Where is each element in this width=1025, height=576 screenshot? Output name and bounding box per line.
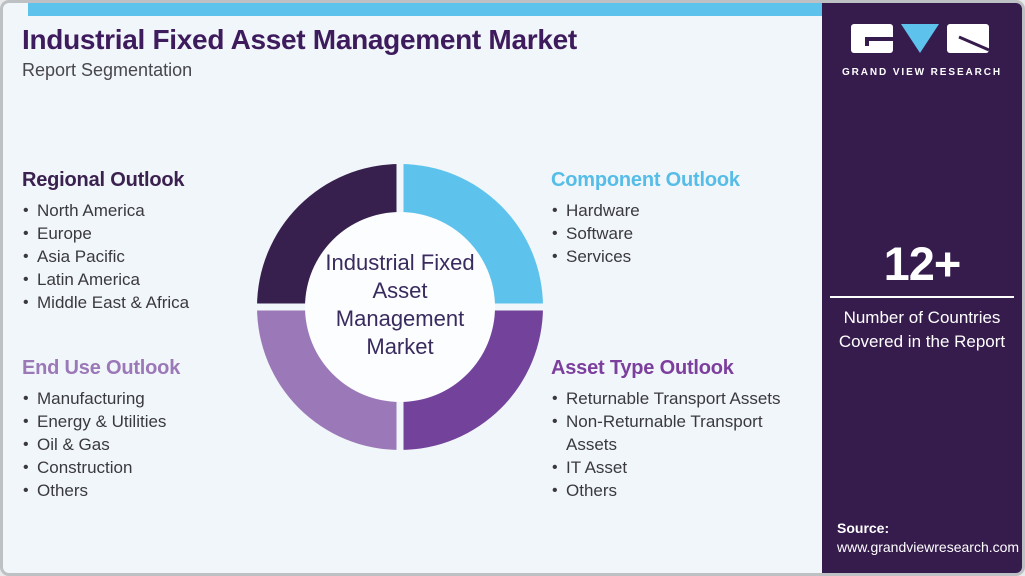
section-title: Regional Outlook bbox=[22, 169, 185, 191]
stat-divider bbox=[830, 296, 1014, 298]
list-item: Middle East & Africa bbox=[22, 291, 262, 314]
list-item: Others bbox=[551, 479, 807, 502]
source-url: www.grandviewresearch.com bbox=[837, 539, 1020, 555]
donut-chart-svg bbox=[252, 159, 548, 455]
center-label-line: Industrial Fixed bbox=[325, 250, 475, 275]
section-item-list: North America Europe Asia Pacific Latin … bbox=[22, 199, 262, 314]
source-block: Source: www.grandviewresearch.com bbox=[837, 519, 1019, 557]
section-title: Component Outlook bbox=[551, 169, 740, 191]
center-label-line: Management bbox=[335, 306, 465, 331]
top-accent-strip bbox=[28, 3, 823, 16]
list-item: Oil & Gas bbox=[22, 433, 262, 456]
section-item-list: Returnable Transport Assets Non-Returnab… bbox=[551, 387, 807, 502]
section-component-outlook: Component Outlook Hardware Software Serv… bbox=[551, 169, 791, 268]
donut-center-label: Industrial Fixed Asset Management Market bbox=[310, 249, 490, 361]
section-end-use-outlook: End Use Outlook Manufacturing Energy & U… bbox=[22, 357, 262, 502]
list-item: Energy & Utilities bbox=[22, 410, 262, 433]
page-title: Industrial Fixed Asset Management Market bbox=[22, 24, 577, 55]
section-title: End Use Outlook bbox=[22, 357, 181, 379]
segment-gap bbox=[252, 303, 308, 311]
list-item: Manufacturing bbox=[22, 387, 262, 410]
brand-logo: GRAND VIEW RESEARCH bbox=[822, 23, 1022, 78]
list-item: Hardware bbox=[551, 199, 791, 222]
brand-name: GRAND VIEW RESEARCH bbox=[842, 67, 1002, 78]
section-item-list: Manufacturing Energy & Utilities Oil & G… bbox=[22, 387, 262, 502]
donut-hole bbox=[305, 212, 495, 402]
segment-gap bbox=[492, 303, 548, 311]
list-item: Construction bbox=[22, 456, 262, 479]
sidebar: GRAND VIEW RESEARCH 12+ Number of Countr… bbox=[822, 3, 1022, 573]
list-item: Others bbox=[22, 479, 262, 502]
list-item: North America bbox=[22, 199, 262, 222]
stat-value: 12+ bbox=[883, 237, 962, 290]
header: Industrial Fixed Asset Management Market… bbox=[22, 24, 577, 81]
gvr-logo-icon bbox=[851, 24, 990, 53]
segment-gap bbox=[396, 399, 404, 455]
list-item: Non-Returnable Transport Assets bbox=[551, 410, 807, 456]
center-label-line: Market bbox=[366, 334, 434, 359]
section-regional-outlook: Regional Outlook North America Europe As… bbox=[22, 169, 262, 314]
list-item: Asia Pacific bbox=[22, 245, 262, 268]
page-subtitle: Report Segmentation bbox=[22, 60, 193, 80]
list-item: Europe bbox=[22, 222, 262, 245]
source-label: Source: bbox=[837, 520, 890, 536]
list-item: Services bbox=[551, 245, 791, 268]
section-asset-type-outlook: Asset Type Outlook Returnable Transport … bbox=[551, 357, 807, 502]
list-item: IT Asset bbox=[551, 456, 807, 479]
stat-label: Number of Countries Covered in the Repor… bbox=[838, 308, 1006, 351]
segment-gap bbox=[396, 159, 404, 215]
list-item: Software bbox=[551, 222, 791, 245]
section-item-list: Hardware Software Services bbox=[551, 199, 791, 268]
section-title: Asset Type Outlook bbox=[551, 357, 734, 379]
list-item: Returnable Transport Assets bbox=[551, 387, 807, 410]
donut-chart bbox=[250, 157, 550, 457]
center-label-line: Asset bbox=[372, 278, 428, 303]
list-item: Latin America bbox=[22, 268, 262, 291]
countries-stat: 12+ Number of Countries Covered in the R… bbox=[822, 240, 1022, 354]
